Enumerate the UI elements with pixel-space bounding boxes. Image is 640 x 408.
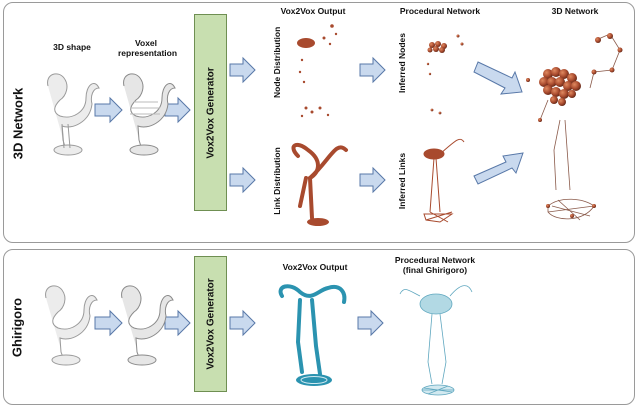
flamingo-voxel-bottom — [121, 285, 174, 366]
caption-procedural-network: Procedural Network — [399, 6, 481, 16]
arrow-links-to-inferred — [359, 166, 386, 194]
vox2vox-generator-bottom: Vox2Vox Generator — [194, 256, 227, 392]
node-distribution — [297, 24, 338, 118]
arrow-nodes-to-inferred — [359, 56, 386, 84]
flamingo-shape-bottom — [45, 285, 98, 366]
flamingo-shape-top — [47, 73, 100, 156]
arrow-bottom-shape-to-voxel — [94, 309, 123, 337]
caption-voxel-representation: Voxel representation — [118, 38, 178, 58]
ghirigoro-output — [278, 284, 347, 376]
link-distribution — [291, 142, 348, 220]
arrow-bottom-generator-to-output — [229, 309, 256, 337]
caption-bottom-procedural-line2: (final Ghirigoro) — [402, 265, 468, 275]
caption-3d-shape: 3D shape — [53, 42, 91, 52]
arrow-bottom-output-to-network — [357, 309, 384, 337]
caption-3d-network: 3D Network — [551, 6, 599, 16]
inferred-links — [423, 138, 465, 223]
caption-bottom-procedural-line1: Procedural Network — [394, 255, 476, 265]
network-3d-nodes — [526, 33, 623, 218]
arrow-links-to-network — [473, 152, 524, 185]
flamingo-voxel-top — [123, 73, 176, 156]
vox2vox-generator-top: Vox2Vox Generator — [194, 14, 227, 211]
arrow-bottom-voxel-to-generator — [164, 309, 191, 337]
caption-vox2vox-output: Vox2Vox Output — [280, 6, 346, 16]
caption-bottom-vox2vox-output: Vox2Vox Output — [282, 262, 348, 272]
arrow-nodes-to-network — [473, 61, 523, 95]
arrow-generator-to-links — [229, 166, 256, 194]
link-base — [307, 218, 329, 226]
ghirigoro-network — [399, 285, 473, 396]
inferred-nodes — [426, 34, 464, 115]
network-3d — [539, 33, 621, 221]
arrow-shape-to-voxel — [94, 96, 123, 124]
arrow-generator-to-nodes — [229, 56, 256, 84]
top-panel — [3, 2, 635, 243]
arrow-voxel-to-generator — [164, 96, 191, 124]
